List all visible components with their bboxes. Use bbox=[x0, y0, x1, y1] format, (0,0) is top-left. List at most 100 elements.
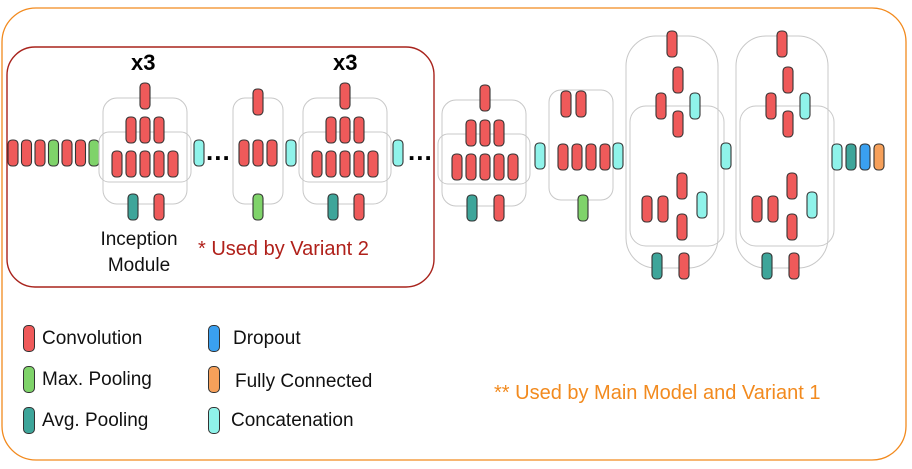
avg-pool-block bbox=[651, 252, 663, 280]
conv-block bbox=[676, 213, 688, 241]
conv-block bbox=[139, 116, 151, 144]
conv-block bbox=[252, 88, 264, 116]
inception-group-frame bbox=[441, 99, 527, 207]
conv-block bbox=[353, 193, 365, 221]
inception-c-frame bbox=[735, 35, 829, 269]
conv-block bbox=[465, 153, 477, 181]
max-pool-block bbox=[88, 139, 100, 167]
concat-block bbox=[612, 142, 624, 170]
conv-block bbox=[353, 150, 365, 178]
legend-fully-connected-swatch bbox=[208, 366, 220, 393]
concat-block bbox=[696, 191, 708, 219]
legend-avg-pooling-swatch bbox=[23, 407, 35, 434]
max-pool-block bbox=[47, 139, 60, 167]
conv-block bbox=[325, 150, 337, 178]
conv-block bbox=[782, 110, 794, 138]
conv-block bbox=[353, 116, 365, 144]
conv-block bbox=[139, 82, 151, 110]
inception-c-frame bbox=[625, 35, 719, 269]
conv-block bbox=[788, 252, 800, 280]
avg-pool-block bbox=[466, 194, 478, 222]
conv-block bbox=[153, 193, 165, 221]
avg-pool-block bbox=[845, 143, 857, 171]
conv-block bbox=[153, 116, 165, 144]
conv-block bbox=[266, 139, 278, 167]
conv-block bbox=[557, 143, 569, 171]
legend-dropout-label: Dropout bbox=[233, 328, 301, 349]
avg-pool-block bbox=[127, 193, 139, 221]
conv-block bbox=[655, 92, 667, 120]
conv-block bbox=[451, 153, 463, 181]
conv-block bbox=[782, 66, 794, 94]
legend-dropout-swatch bbox=[208, 325, 220, 352]
conv-block bbox=[61, 139, 73, 167]
conv-block bbox=[776, 30, 788, 58]
conv-block bbox=[74, 139, 87, 167]
conv-block bbox=[339, 150, 351, 178]
concat-block bbox=[193, 139, 205, 167]
conv-block bbox=[111, 150, 123, 178]
conv-block bbox=[599, 143, 611, 171]
max-pool-block bbox=[252, 193, 264, 221]
legend-convolution-swatch bbox=[23, 325, 35, 352]
inception-module-label-line1: Inception bbox=[100, 229, 178, 250]
conv-block bbox=[339, 82, 351, 110]
repeat-label-first: x3 bbox=[131, 50, 156, 75]
conv-block bbox=[672, 66, 684, 94]
conv-block bbox=[367, 150, 379, 178]
conv-block bbox=[493, 153, 505, 181]
conv-block bbox=[672, 110, 684, 138]
conv-block bbox=[676, 172, 688, 200]
repeat-label-second: x3 bbox=[333, 50, 358, 75]
legend-max-pooling-label: Max. Pooling bbox=[42, 369, 152, 390]
variant2-border bbox=[6, 46, 435, 288]
dropout-block bbox=[859, 143, 871, 171]
conv-block bbox=[560, 90, 572, 118]
conv-block bbox=[767, 195, 779, 223]
conv-block bbox=[575, 90, 587, 118]
inception-c-inner-frame bbox=[739, 105, 835, 247]
conv-block bbox=[479, 119, 491, 147]
main-model-border bbox=[1, 7, 907, 461]
inception-module-label: Inception Module bbox=[86, 227, 192, 279]
conv-block bbox=[465, 119, 477, 147]
concat-block bbox=[689, 92, 701, 120]
legend-concatenation-swatch bbox=[208, 407, 220, 434]
ellipsis-2: ... bbox=[408, 136, 433, 166]
conv-block bbox=[34, 139, 46, 167]
legend-fully-connected-label: Fully Connected bbox=[235, 371, 373, 392]
conv-block bbox=[641, 195, 653, 223]
conv-block bbox=[311, 150, 323, 178]
conv-block bbox=[252, 139, 264, 167]
conv-block bbox=[125, 150, 137, 178]
concat-block bbox=[392, 139, 404, 167]
conv-block bbox=[339, 116, 351, 144]
concat-block bbox=[831, 143, 843, 171]
avg-pool-block bbox=[327, 193, 339, 221]
conv-block bbox=[493, 119, 505, 147]
conv-block bbox=[786, 213, 798, 241]
conv-block bbox=[666, 30, 678, 58]
legend-avg-pooling-label: Avg. Pooling bbox=[42, 410, 149, 431]
concat-block bbox=[799, 92, 811, 120]
concat-block bbox=[720, 142, 732, 170]
conv-block bbox=[238, 139, 250, 167]
conv-block bbox=[585, 143, 597, 171]
conv-block bbox=[139, 150, 151, 178]
legend-concatenation-label: Concatenation bbox=[231, 410, 354, 431]
conv-block bbox=[325, 116, 337, 144]
variant2-note: * Used by Variant 2 bbox=[198, 238, 369, 260]
inception-c-inner-frame bbox=[629, 105, 725, 247]
conv-block bbox=[751, 195, 763, 223]
conv-block bbox=[678, 252, 690, 280]
conv-block bbox=[20, 139, 33, 167]
legend-max-pooling-swatch bbox=[23, 366, 35, 393]
conv-block bbox=[153, 150, 165, 178]
ellipsis-1: ... bbox=[206, 136, 231, 166]
fc-block bbox=[873, 143, 885, 171]
conv-block bbox=[479, 84, 491, 112]
conv-block bbox=[493, 194, 505, 222]
legend-convolution-label: Convolution bbox=[42, 328, 143, 349]
conv-block bbox=[657, 195, 669, 223]
